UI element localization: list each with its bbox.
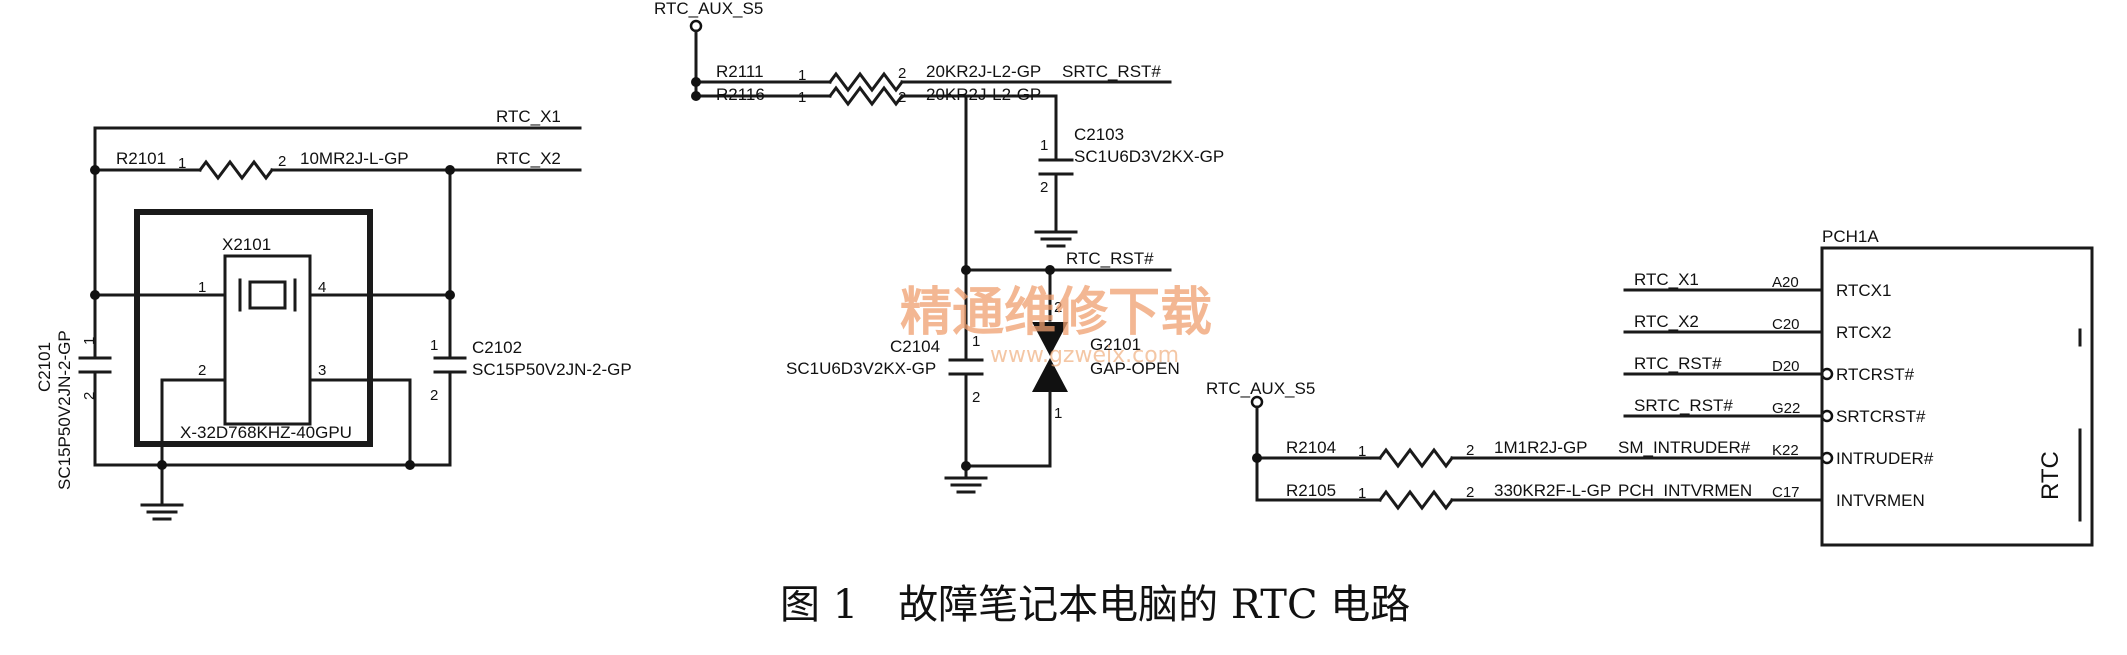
x2101-pin3: 3 (318, 362, 326, 379)
r2104-pin2: 2 (1466, 442, 1474, 459)
figure-caption: 图 1 故障笔记本电脑的 RTC 电路 (780, 582, 1410, 628)
c2104-value: SC1U6D3V2KX-GP (786, 359, 936, 378)
r2101-value: 10MR2J-L-GP (300, 149, 409, 168)
pch-pin-ball-2: D20 (1772, 358, 1800, 375)
c2102-pin2: 2 (430, 387, 438, 404)
c2102-value: SC15P50V2JN-2-GP (472, 360, 632, 379)
x2101-pin1: 1 (198, 279, 206, 296)
r2101-ref: R2101 (116, 149, 166, 168)
net-label-rtc-x2: RTC_X2 (496, 149, 561, 168)
pch-pin-net-0: RTC_X1 (1634, 270, 1699, 289)
x2101-pin2: 2 (198, 362, 206, 379)
r2111-value: 20KR2J-L2-GP (926, 62, 1041, 81)
watermark-text: 精通维修下载 (900, 283, 1212, 343)
pch-pin-ball-4: K22 (1772, 442, 1799, 459)
c2102-pin1: 1 (430, 337, 438, 354)
net-label-srtc-rst: SRTC_RST# (1062, 62, 1161, 81)
x2101-value: X-32D768KHZ-40GPU (180, 423, 352, 442)
r2105-ref: R2105 (1286, 481, 1336, 500)
pch-pin-name-2: RTCRST# (1836, 365, 1915, 384)
r2101-pin1: 1 (178, 155, 186, 172)
g2101-value: GAP-OPEN (1090, 359, 1180, 378)
c2101-value: SC15P50V2JN-2-GP (55, 330, 74, 490)
net-label-rtc-rst: RTC_RST# (1066, 249, 1154, 268)
pch-pin-ball-1: C20 (1772, 316, 1800, 333)
g2101-ref: G2101 (1090, 335, 1141, 354)
c2104-ref: C2104 (890, 337, 940, 356)
r2104-ref: R2104 (1286, 438, 1336, 457)
pch-pin-name-1: RTCX2 (1836, 323, 1891, 342)
r2111-pin2: 2 (898, 65, 906, 82)
c2103-ref: C2103 (1074, 125, 1124, 144)
r2111-pin1: 1 (798, 67, 806, 84)
r2104-value: 1M1R2J-GP (1494, 438, 1588, 457)
g2101-pin2: 2 (1054, 299, 1062, 316)
r2116-pin1: 1 (798, 89, 806, 106)
pch-block-label: RTC (2037, 451, 2064, 500)
net-label-rtc-x1: RTC_X1 (496, 107, 561, 126)
x2101-pin4: 4 (318, 279, 326, 296)
r2111-ref: R2111 (716, 62, 764, 81)
r2116-ref: R2116 (716, 85, 765, 104)
c2101-pin2: 2 (81, 392, 98, 400)
c2101-ref: C2101 (35, 342, 54, 392)
c2104-pin1: 1 (972, 333, 980, 350)
x2101-ref: X2101 (222, 235, 271, 254)
c2101-pin1: 1 (81, 337, 98, 345)
watermark-url: www.gzweix.com (990, 343, 1179, 368)
r2105-pin1: 1 (1358, 485, 1366, 502)
net-label-pch-intvrmen: PCH_INTVRMEN (1618, 481, 1752, 500)
c2102-ref: C2102 (472, 338, 522, 357)
g2101-pin1: 1 (1054, 405, 1062, 422)
reset-section: RTC_AUX_S5 R2111 1 2 20KR2J-L2-GP SRTC_R… (654, 0, 1224, 494)
pch-pin-net-1: RTC_X2 (1634, 312, 1699, 331)
net-label-rtc-aux-s5-mid: RTC_AUX_S5 (1206, 379, 1315, 398)
pch-section: RTC_AUX_S5 R2104 1 2 1M1R2J-GP SM_INTRUD… (1206, 227, 2094, 547)
r2116-pin2: 2 (898, 89, 906, 106)
c2103-pin1: 1 (1040, 137, 1048, 154)
c2104-pin2: 2 (972, 389, 980, 406)
net-label-rtc-aux-s5-top: RTC_AUX_S5 (654, 0, 763, 18)
pch-pin-ball-5: C17 (1772, 484, 1800, 501)
pch-pin-net-2: RTC_RST# (1634, 354, 1722, 373)
r2101-pin2: 2 (278, 153, 286, 170)
c2103-pin2: 2 (1040, 179, 1048, 196)
net-label-sm-intruder: SM_INTRUDER# (1618, 438, 1751, 457)
pch-pin-ball-3: G22 (1772, 400, 1800, 417)
r2116-value: 20KR2J-L2-GP (926, 85, 1041, 104)
r2105-pin2: 2 (1466, 484, 1474, 501)
crystal-section: RTC_X1 RTC_X2 R2101 1 2 10MR2J-L-GP X210… (35, 107, 632, 521)
pch-pin-ball-0: A20 (1772, 274, 1799, 291)
pch-pin-name-4: INTRUDER# (1836, 449, 1934, 468)
pch-pin-net-3: SRTC_RST# (1634, 396, 1733, 415)
pch-pin-name-3: SRTCRST# (1836, 407, 1926, 426)
r2104-pin1: 1 (1358, 443, 1366, 460)
r2105-value: 330KR2F-L-GP (1494, 481, 1611, 500)
c2103-value: SC1U6D3V2KX-GP (1074, 147, 1224, 166)
pch-ref: PCH1A (1822, 227, 1879, 246)
pch-pin-name-5: INTVRMEN (1836, 491, 1925, 510)
pch-pin-name-0: RTCX1 (1836, 281, 1891, 300)
